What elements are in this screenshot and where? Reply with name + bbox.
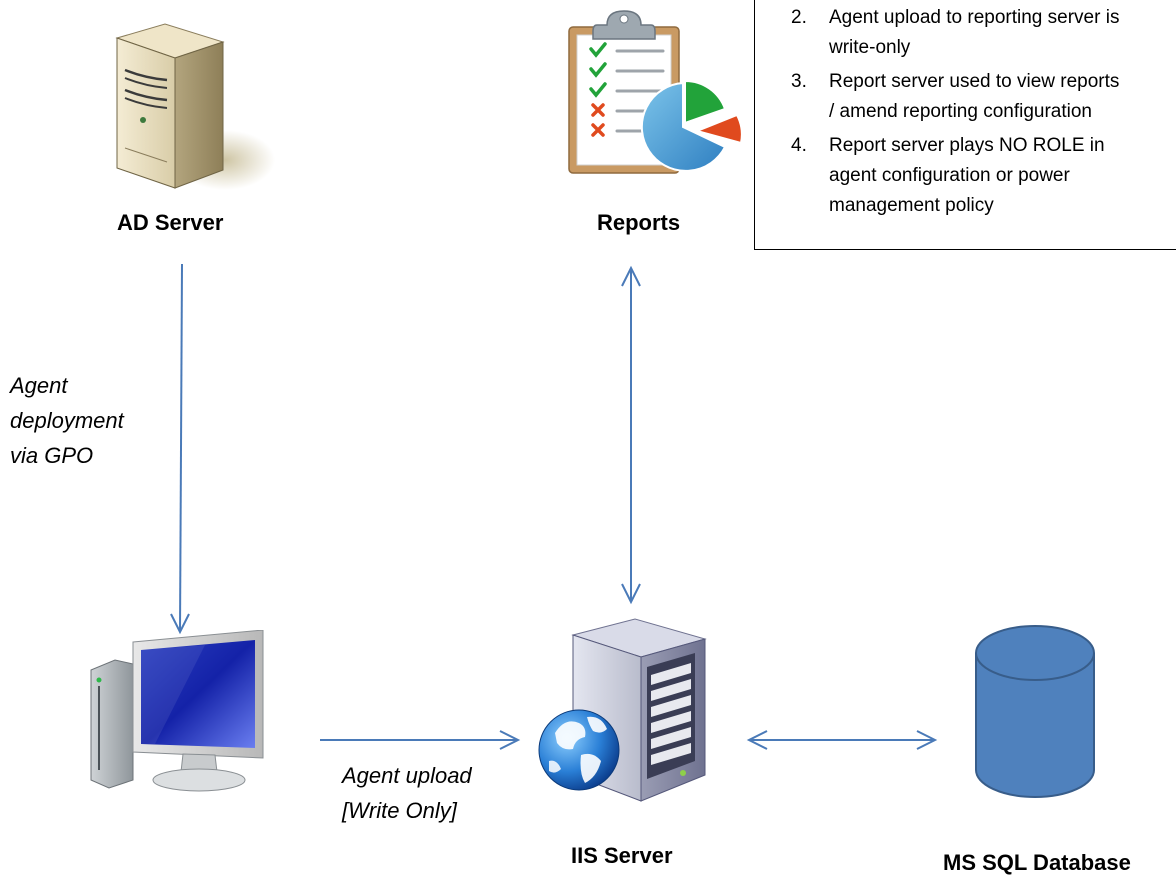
arrow-reports-iis bbox=[621, 265, 641, 605]
note-number: 3. bbox=[791, 71, 807, 92]
database-cylinder-icon bbox=[975, 625, 1095, 798]
iis-server-label: IIS Server bbox=[571, 843, 673, 868]
clipboard-report-icon bbox=[568, 10, 743, 174]
arrow-ad-to-client bbox=[170, 263, 190, 635]
agent-deployment-line-2: deployment bbox=[10, 408, 124, 433]
note-item: 4. Report server plays NO ROLE in agent co… bbox=[755, 131, 1176, 221]
ad-server-label: AD Server bbox=[117, 210, 224, 235]
note-item: 3. Report server used to view reports / am… bbox=[755, 67, 1176, 127]
agent-deployment-line-1: Agent bbox=[10, 373, 68, 398]
agent-upload-line-2: [Write Only] bbox=[342, 798, 457, 823]
note-line: Agent upload to reporting server is bbox=[829, 7, 1120, 28]
arrow-client-to-iis bbox=[320, 730, 521, 750]
agent-upload-label: Agent upload [Write Only] bbox=[342, 758, 472, 828]
agent-upload-line-1: Agent upload bbox=[342, 763, 472, 788]
agent-deployment-line-3: via GPO bbox=[10, 443, 94, 468]
reports-label: Reports bbox=[597, 210, 681, 235]
note-line: write-only bbox=[829, 37, 911, 58]
notes-box: 2. Agent upload to reporting server is wri… bbox=[754, 0, 1176, 250]
web-server-globe-icon bbox=[538, 618, 707, 802]
note-line: / amend reporting configuration bbox=[829, 101, 1092, 122]
note-number: 2. bbox=[791, 7, 807, 28]
note-line: management policy bbox=[829, 195, 994, 216]
tower-server-icon bbox=[115, 23, 275, 190]
agent-deployment-label: Agent deployment via GPO bbox=[10, 368, 124, 473]
note-number: 4. bbox=[791, 135, 807, 156]
arrow-iis-sql bbox=[746, 730, 938, 750]
sql-database-label: MS SQL Database bbox=[943, 850, 1131, 875]
note-line: agent configuration or power bbox=[829, 165, 1070, 186]
desktop-computer-icon bbox=[90, 630, 264, 792]
note-line: Report server used to view reports bbox=[829, 71, 1120, 92]
note-line: Report server plays NO ROLE in bbox=[829, 135, 1105, 156]
notes-list: 2. Agent upload to reporting server is wri… bbox=[755, 3, 1176, 221]
note-item: 2. Agent upload to reporting server is wri… bbox=[755, 3, 1176, 63]
